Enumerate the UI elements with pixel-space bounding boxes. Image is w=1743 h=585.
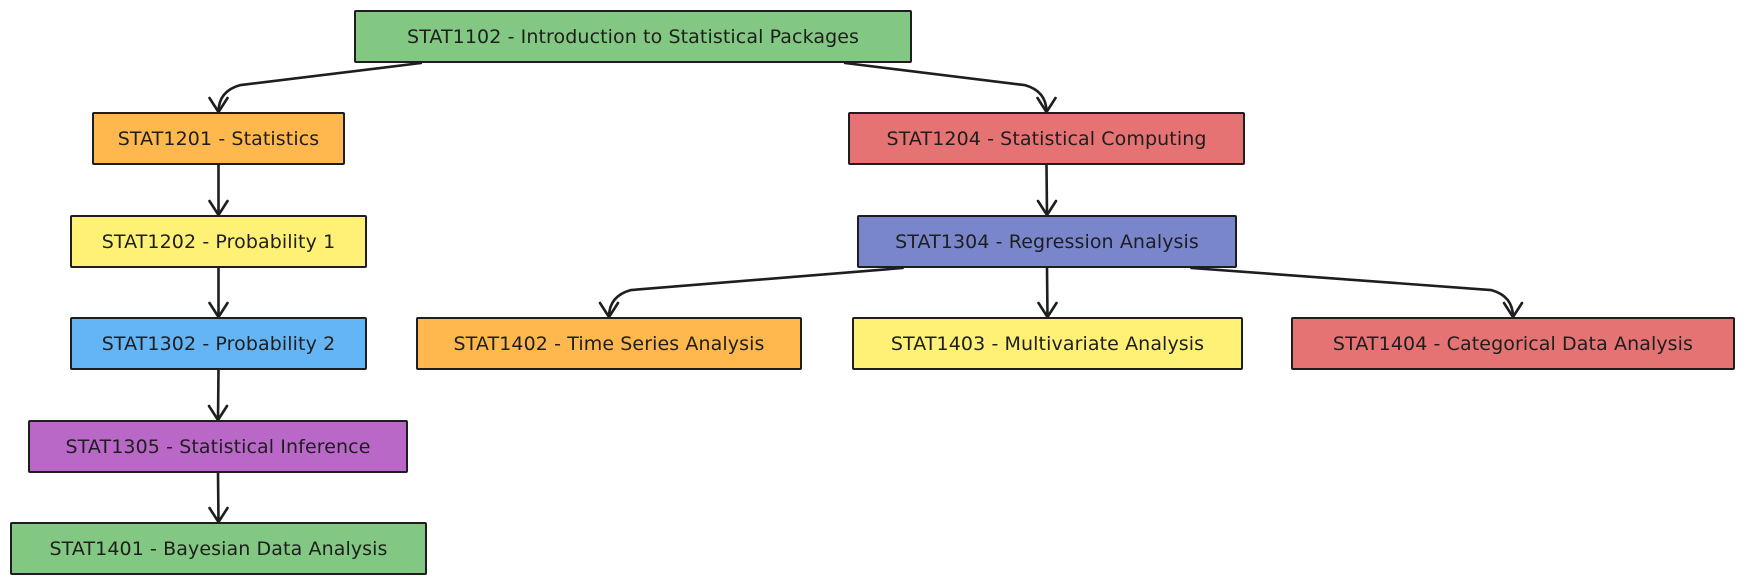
arrowhead-stat1202-stat1302 bbox=[208, 301, 229, 319]
node-stat1402: STAT1402 - Time Series Analysis bbox=[416, 317, 802, 370]
arrowhead-stat1302-stat1305 bbox=[207, 404, 229, 422]
arrowhead-stat1102-stat1201 bbox=[208, 96, 229, 114]
edge-stat1304-stat1402 bbox=[607, 266, 904, 319]
edge-stat1302-stat1305 bbox=[216, 368, 220, 422]
node-stat1404: STAT1404 - Categorical Data Analysis bbox=[1291, 317, 1735, 370]
arrowhead-stat1102-stat1204 bbox=[1036, 96, 1057, 114]
node-stat1102: STAT1102 - Introduction to Statistical P… bbox=[354, 10, 912, 63]
edge-stat1304-stat1403 bbox=[1045, 266, 1049, 319]
arrowhead-stat1204-stat1304 bbox=[1036, 199, 1058, 217]
node-stat1401: STAT1401 - Bayesian Data Analysis bbox=[10, 522, 427, 575]
edge-stat1102-stat1204 bbox=[843, 61, 1048, 114]
arrowhead-stat1304-stat1404 bbox=[1502, 301, 1524, 319]
edge-stat1102-stat1201 bbox=[217, 61, 423, 114]
arrowhead-stat1305-stat1401 bbox=[208, 506, 229, 524]
arrowhead-stat1304-stat1402 bbox=[598, 301, 620, 319]
edge-stat1305-stat1401 bbox=[216, 471, 220, 524]
node-stat1305: STAT1305 - Statistical Inference bbox=[28, 420, 408, 473]
node-stat1202: STAT1202 - Probability 1 bbox=[70, 215, 367, 268]
node-stat1304: STAT1304 - Regression Analysis bbox=[857, 215, 1237, 268]
edge-stat1204-stat1304 bbox=[1045, 163, 1049, 217]
edge-stat1304-stat1404 bbox=[1190, 266, 1515, 319]
arrowhead-stat1304-stat1403 bbox=[1037, 301, 1058, 319]
node-stat1403: STAT1403 - Multivariate Analysis bbox=[852, 317, 1243, 370]
node-stat1204: STAT1204 - Statistical Computing bbox=[848, 112, 1245, 165]
arrowhead-stat1201-stat1202 bbox=[208, 199, 229, 217]
node-stat1302: STAT1302 - Probability 2 bbox=[70, 317, 367, 370]
node-stat1201: STAT1201 - Statistics bbox=[92, 112, 345, 165]
